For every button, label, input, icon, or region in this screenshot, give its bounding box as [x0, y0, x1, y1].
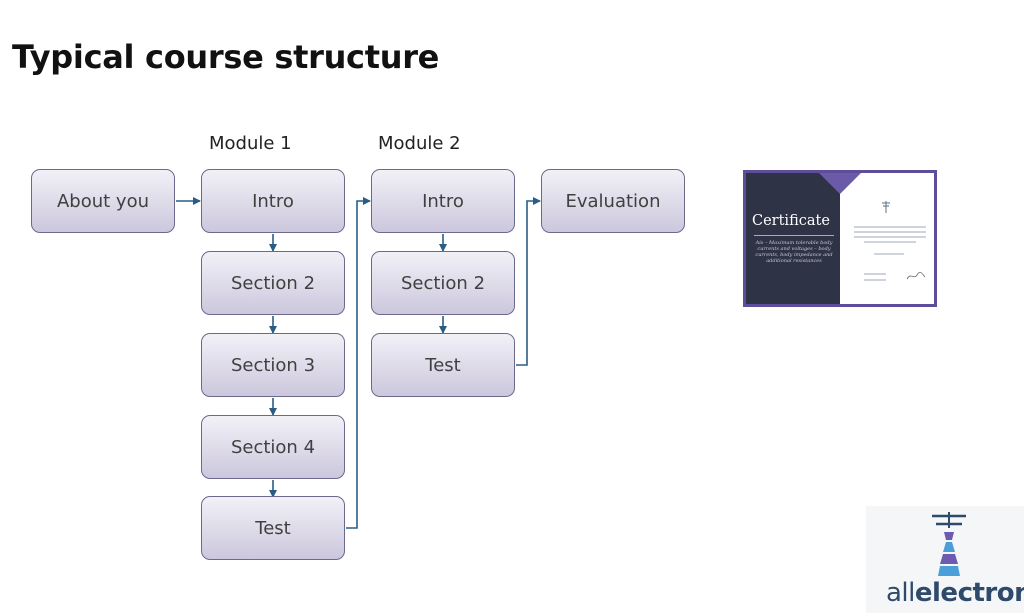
- module-1-heading: Module 1: [209, 133, 292, 154]
- node-module1-intro: Intro: [201, 169, 345, 233]
- certificate-rule: [754, 235, 834, 236]
- node-module1-section-3: Section 3: [201, 333, 345, 397]
- node-module1-section-4: Section 4: [201, 415, 345, 479]
- logo-wordmark-light: all: [886, 578, 915, 608]
- page-title: Typical course structure: [12, 38, 440, 76]
- certificate-date-line: [864, 273, 886, 275]
- certificate-heading: Certificate: [752, 213, 830, 229]
- certificate-logo-icon: [882, 201, 890, 213]
- node-about-you: About you: [31, 169, 175, 233]
- signature-icon: [906, 271, 926, 280]
- arrow-m2test-to-evaluation: [516, 197, 541, 366]
- certificate-text-line: [854, 236, 926, 238]
- certificate-thumbnail: Certificate Ais – Maximum tolerable body…: [743, 170, 937, 307]
- node-module2-section-2: Section 2: [371, 251, 515, 315]
- logo-wordmark: allelectron: [886, 578, 1024, 608]
- certificate-text-line: [874, 253, 904, 255]
- certificate-dark-panel: [746, 173, 840, 304]
- certificate-text-line: [854, 231, 926, 233]
- logo-wordmark-bold: electron: [914, 578, 1024, 608]
- allelectron-logo: allelectron: [866, 506, 1024, 613]
- certificate-date-line: [864, 279, 886, 281]
- certificate-subtitle: Ais – Maximum tolerable body currents an…: [755, 240, 833, 264]
- pylon-icon: [932, 512, 966, 576]
- node-module1-test: Test: [201, 496, 345, 560]
- certificate-ribbon: [816, 173, 864, 194]
- certificate-text-line: [854, 226, 926, 228]
- node-evaluation: Evaluation: [541, 169, 685, 233]
- node-module2-test: Test: [371, 333, 515, 397]
- module-2-heading: Module 2: [378, 133, 461, 154]
- node-module2-intro: Intro: [371, 169, 515, 233]
- node-module1-section-2: Section 2: [201, 251, 345, 315]
- arrow-m1test-to-m2intro: [346, 197, 371, 529]
- certificate-text-line: [864, 241, 916, 243]
